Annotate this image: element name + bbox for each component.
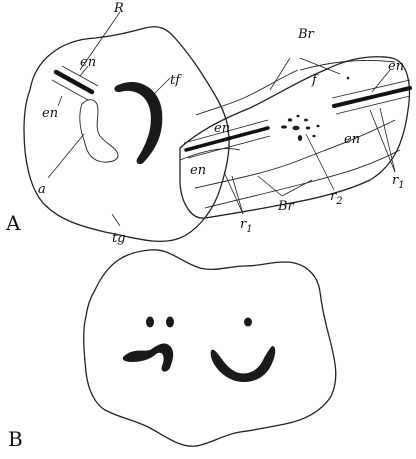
cavity-a [79, 99, 119, 163]
leader-r1-right-b [379, 107, 396, 173]
spot-left-2 [166, 316, 174, 328]
bridge-outline-bottom [179, 148, 241, 161]
en-line-far-bottom [335, 95, 411, 115]
label-en-r-top: en [80, 55, 96, 70]
leader-r1-left-b [231, 175, 244, 215]
label-r1-left-main: r [240, 217, 247, 232]
label-en-r-left: en [42, 106, 58, 121]
fibre-line-2 [204, 149, 401, 209]
label-Br-bottom: Br [277, 199, 295, 214]
label-Br-top: Br [297, 27, 315, 42]
spot-left-1 [146, 316, 154, 328]
fibre-line-1 [194, 119, 396, 189]
leader-r2 [305, 133, 335, 191]
label-r1-left-sub: 1 [246, 224, 252, 235]
label-a: a [38, 182, 46, 197]
label-R: R [113, 1, 124, 16]
leader-tg [111, 213, 121, 227]
section-outline-right [179, 56, 411, 219]
leader-r1-left-a [223, 171, 244, 215]
panel-label-A: A [5, 211, 21, 235]
crescent-tf [114, 82, 163, 165]
en-line-mid-bottom [187, 135, 271, 159]
en-line-r-bottom [51, 79, 89, 101]
dot-cluster-r2 [281, 76, 350, 141]
leader-en-right-top [371, 69, 391, 93]
label-tf: tf [170, 73, 182, 88]
label-r2: r2 [330, 189, 343, 207]
panel-b: B [8, 249, 337, 451]
label-r2-sub: 2 [335, 196, 342, 207]
label-en-mid-bottom: en [190, 163, 206, 178]
section-outline-b [83, 249, 337, 447]
leader-a [47, 133, 85, 179]
panel-label-B: B [8, 427, 23, 451]
section-outline-left [23, 26, 230, 242]
leader-en-top [79, 65, 89, 77]
en-line-far-top [331, 79, 411, 99]
en-line-mid-top [183, 119, 269, 144]
leader-r1-right-a [369, 109, 396, 173]
fibre-line-3 [299, 60, 396, 71]
leader-Br-bottom-1 [257, 175, 283, 197]
leader-en-left [57, 95, 63, 107]
rod-r [53, 69, 95, 95]
leader-R [79, 11, 121, 71]
leader-tf [151, 77, 171, 97]
label-r1-right: r1 [392, 173, 405, 191]
spot-right-1 [244, 317, 252, 327]
label-r1-right-main: r [392, 173, 399, 188]
wavy-mark-left [122, 343, 174, 372]
label-r2-main: r [330, 189, 337, 204]
label-tg: tg [112, 231, 126, 246]
rod-right-right-section [332, 86, 412, 108]
label-r1-right-sub: 1 [398, 180, 404, 191]
label-r1-left: r1 [240, 217, 253, 235]
leader-Br-bottom-2 [281, 179, 313, 197]
crescent-mark-right [210, 346, 276, 382]
label-en-mid-top: en [214, 121, 230, 136]
panel-a: R en en tf a tg Br f en en en en r1 Br r… [5, 1, 412, 246]
bridge-outline-top [195, 69, 299, 116]
leader-Br-top-1 [269, 57, 291, 91]
label-f: f [311, 73, 319, 88]
leader-Br-top-2 [299, 57, 341, 75]
label-en-far-bottom: en [344, 132, 360, 147]
label-en-far-top: en [388, 59, 404, 74]
rod-left-right-section [184, 126, 270, 152]
